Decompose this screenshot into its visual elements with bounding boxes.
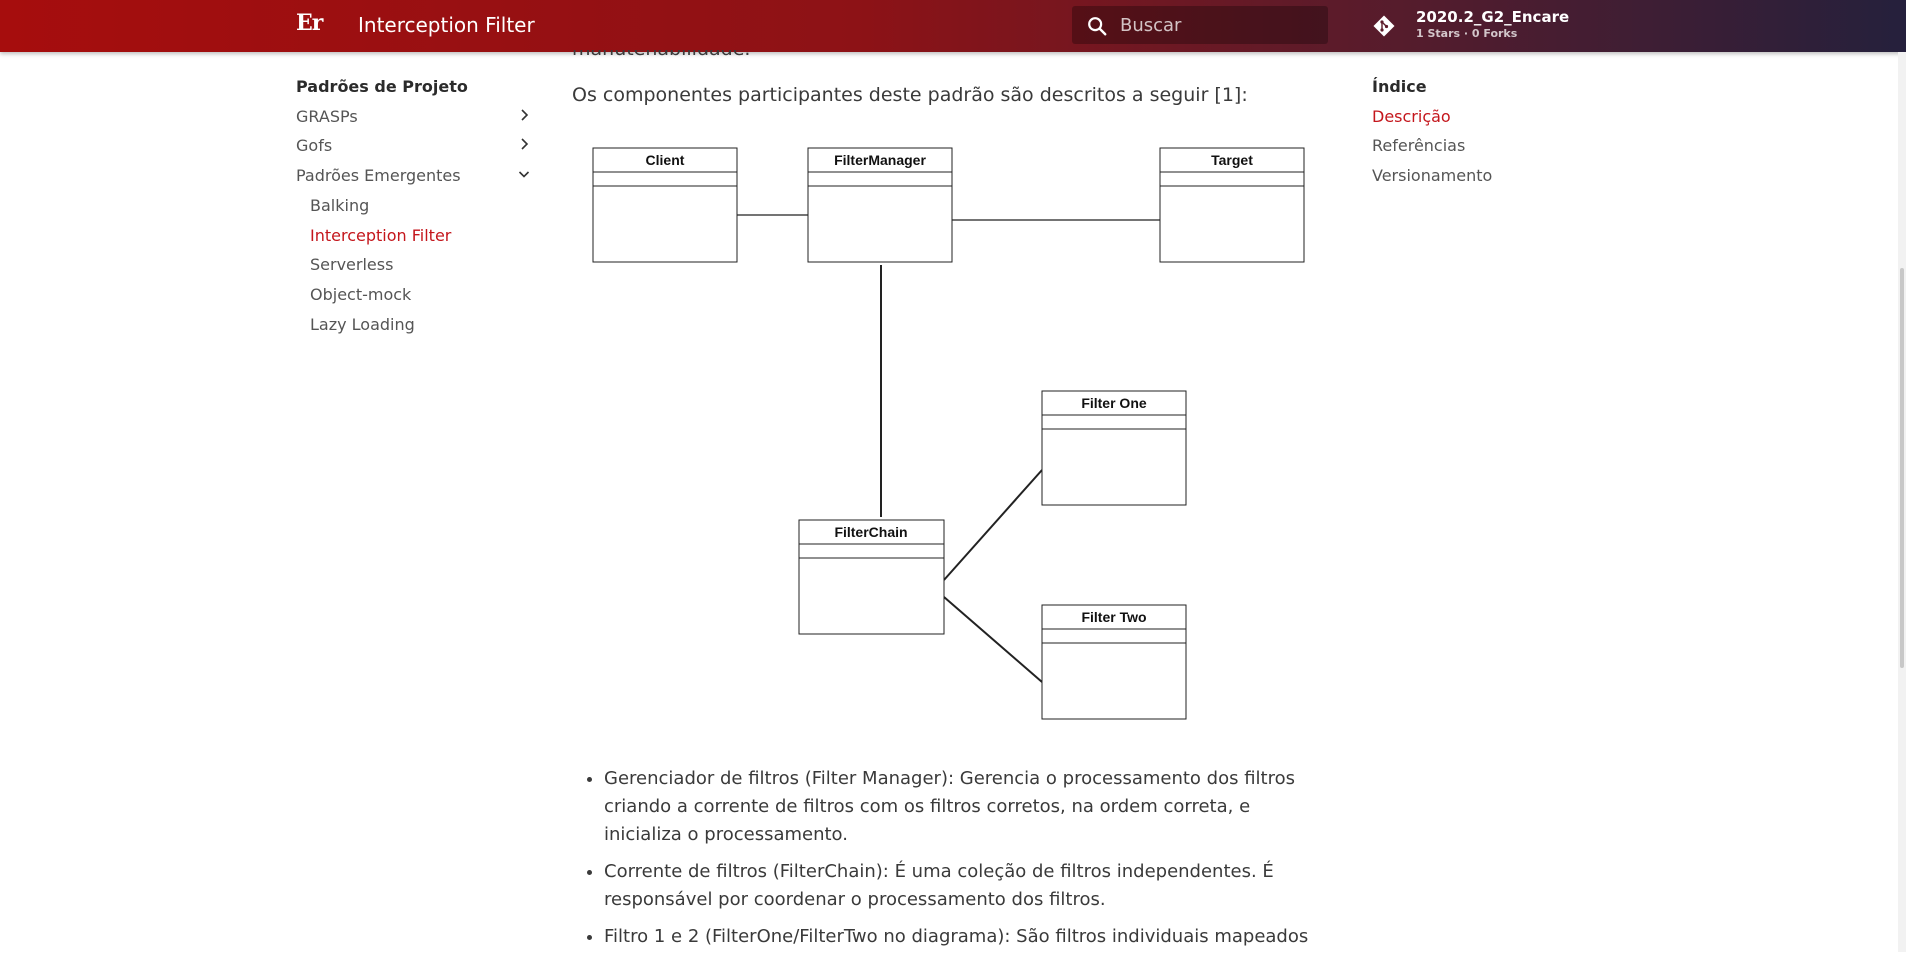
sidebar-item-lazy-loading[interactable]: Lazy Loading: [310, 315, 415, 334]
lead-paragraph: Os componentes participantes deste padrã…: [572, 84, 1248, 106]
list-item: Corrente de filtros (FilterChain): É uma…: [604, 858, 1332, 914]
page-title: Interception Filter: [358, 13, 535, 37]
sidebar-item-label: Gofs: [296, 136, 333, 155]
toc-item-referencias[interactable]: Referências: [1372, 136, 1466, 155]
class-name: FilterManager: [834, 152, 926, 168]
sidebar-item-gofs[interactable]: Gofs: [296, 136, 532, 155]
class-name: Filter One: [1081, 395, 1147, 411]
class-name: Target: [1211, 152, 1253, 168]
chevron-right-icon: [521, 109, 529, 121]
sidebar-heading: Padrões de Projeto: [296, 77, 468, 96]
toc-item-versionamento[interactable]: Versionamento: [1372, 166, 1493, 185]
repo-stats: 1 Stars · 0 Forks: [1416, 27, 1518, 40]
sidebar-item-label: Padrões Emergentes: [296, 166, 461, 185]
search-input[interactable]: Buscar: [1072, 6, 1328, 44]
class-box-filterchain: FilterChain: [798, 519, 945, 635]
search-icon: [1088, 17, 1107, 36]
sidebar-item-grasps[interactable]: GRASPs: [296, 107, 532, 126]
sidebar-item-serverless[interactable]: Serverless: [310, 255, 394, 274]
site-logo[interactable]: Er: [296, 10, 323, 36]
sidebar-item-label: GRASPs: [296, 107, 358, 126]
class-name: FilterChain: [834, 524, 907, 540]
connector-filterchain-filtertwo: [943, 596, 1043, 683]
class-box-filter-one: Filter One: [1041, 390, 1187, 506]
class-box-filter-two: Filter Two: [1041, 604, 1187, 720]
search-placeholder: Buscar: [1120, 15, 1182, 36]
scrollbar-thumb[interactable]: [1900, 268, 1904, 668]
class-box-client: Client: [592, 147, 738, 263]
toc-item-descricao[interactable]: Descrição: [1372, 107, 1451, 126]
sidebar-item-interception-filter[interactable]: Interception Filter: [310, 226, 452, 245]
toc-heading: Índice: [1372, 77, 1427, 96]
git-icon[interactable]: [1372, 14, 1396, 38]
class-box-target: Target: [1159, 147, 1305, 263]
class-name: Client: [646, 152, 685, 168]
sidebar-item-balking[interactable]: Balking: [310, 196, 370, 215]
list-item: Filtro 1 e 2 (FilterOne/FilterTwo no dia…: [604, 923, 1332, 951]
components-list: Gerenciador de filtros (Filter Manager):…: [572, 765, 1332, 960]
chevron-right-icon: [521, 138, 529, 150]
repo-name[interactable]: 2020.2_G2_Encare: [1416, 8, 1570, 26]
class-box-filtermanager: FilterManager: [807, 147, 953, 263]
class-diagram: Client FilterManager Target Filter One F…: [592, 147, 1305, 720]
top-bar: Er Interception Filter Buscar 2020.2_G2_…: [0, 0, 1906, 52]
chevron-down-icon: [518, 171, 530, 178]
connector-filterchain-filterone: [943, 469, 1043, 581]
sidebar-item-object-mock[interactable]: Object-mock: [310, 285, 412, 304]
class-name: Filter Two: [1081, 609, 1146, 625]
sidebar-item-padroes-emergentes[interactable]: Padrões Emergentes: [296, 166, 532, 185]
cutoff-paragraph: manutenabilidade.: [572, 50, 750, 60]
list-item: Gerenciador de filtros (Filter Manager):…: [604, 765, 1332, 849]
